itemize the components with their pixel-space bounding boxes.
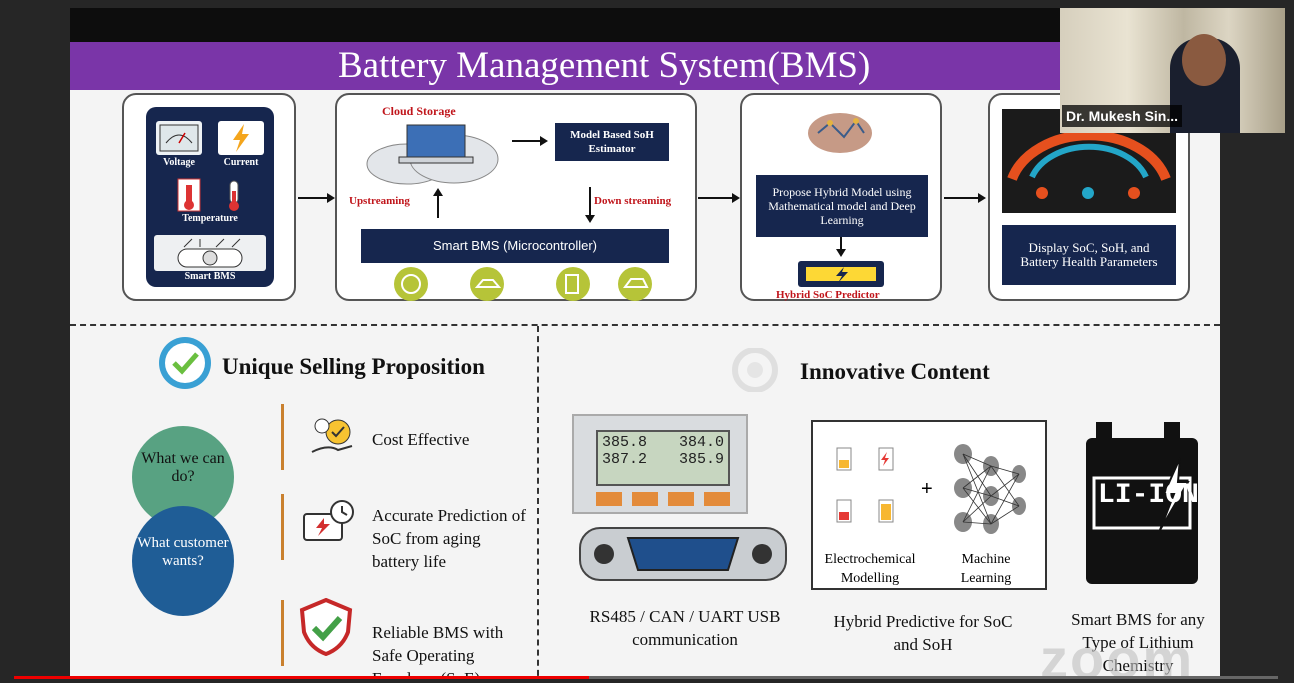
hybrid-box: Propose Hybrid Model using Mathematical …: [740, 93, 942, 301]
smart-bms-any-label: Smart BMS for any Type of Lithium Chemis…: [1071, 610, 1205, 675]
meter-button-4: [704, 492, 730, 506]
meter-buttons: [596, 492, 730, 506]
downstreaming-label: Down streaming: [594, 195, 672, 207]
hybrid-predictive-label: Hybrid Predictive for SoC and SoH: [833, 612, 1013, 654]
temperature-label: Temperature: [182, 213, 238, 224]
voltage-sensor: Voltage: [152, 121, 206, 168]
electrochemical-label: Electrochemical Modelling: [824, 552, 916, 586]
meter-button-3: [668, 492, 694, 506]
battery-cells-icon: [827, 438, 907, 534]
playback-progress-bar[interactable]: [14, 676, 1278, 679]
sensors-panel: Voltage Current Temperature Smart BMS: [146, 107, 274, 287]
zoom-watermark: zoom: [1040, 627, 1195, 683]
usp-item-2: Accurate Prediction of SoC from aging ba…: [372, 506, 526, 571]
innovative-title: Innovative Content: [800, 359, 990, 384]
to-model-arrow: [512, 136, 548, 146]
current-label: Current: [223, 157, 259, 168]
meter-value-3: 387.2: [602, 451, 648, 468]
brain-icon: [790, 109, 890, 157]
temperature-sensor: Temperature: [152, 177, 268, 224]
usp-bar-1: [281, 404, 284, 470]
thermometer-icon: [152, 177, 268, 213]
current-sensor: Current: [214, 121, 268, 168]
machine-learning-label: Machine Learning: [960, 552, 1012, 586]
battery-icon: [794, 259, 890, 289]
lightning-icon: [218, 121, 264, 155]
usp-item-3: Reliable BMS with Safe Operating Envelop…: [372, 623, 504, 678]
flow-arrow-1: [298, 193, 335, 203]
downstream-arrow: [585, 187, 595, 223]
battery-clock-icon: [302, 498, 356, 546]
meter-value-1: 385.8: [602, 434, 648, 451]
hybrid-soc-label: Hybrid SoC Predictor: [776, 289, 880, 301]
propose-hybrid-box: Propose Hybrid Model using Mathematical …: [756, 175, 928, 237]
shield-check-icon: [298, 597, 354, 657]
customer-wants-text: What customer wants?: [137, 535, 229, 569]
display-params-box: Display SoC, SoH, and Battery Health Par…: [1002, 225, 1176, 285]
section-divider: [70, 324, 1220, 326]
faded-logo-icon: [726, 347, 784, 393]
li-ion-battery-icon: [1078, 420, 1206, 590]
upstreaming-label: Upstreaming: [349, 195, 410, 207]
participant-video-tile[interactable]: Dr. Mukesh Sin...: [1060, 8, 1285, 133]
meter-value-2: 384.0: [678, 434, 724, 451]
hybrid-down-arrow: [836, 237, 846, 257]
upstream-arrow: [433, 188, 443, 218]
usp-bar-2: [281, 494, 284, 560]
voltmeter-icon: [156, 121, 202, 155]
voltage-label: Voltage: [163, 157, 195, 168]
application-icons: [385, 267, 655, 301]
li-ion-text: LI-ION: [1098, 480, 1199, 511]
smart-bms-sensor: Smart BMS: [154, 235, 266, 282]
smart-bms-micro-box: Smart BMS (Microcontroller): [361, 229, 669, 263]
column-divider: [537, 326, 539, 678]
hybrid-model-box: + Electrochemical Modelling Machine Lear…: [811, 420, 1047, 590]
meter-value-4: 385.9: [678, 451, 724, 468]
customer-wants-circle: [132, 506, 234, 616]
flow-arrow-2: [698, 193, 740, 203]
db9-connector-icon: [578, 524, 790, 584]
participant-face: [1182, 34, 1226, 86]
usp-bar-3: [281, 600, 284, 666]
bms-device-icon: [154, 235, 266, 271]
slide-top-bar: [70, 8, 1220, 42]
flow-arrow-3: [944, 193, 986, 203]
meter-display: 385.8 384.0 387.2 385.9: [596, 430, 730, 486]
cloud-box: Cloud Storage Model Based SoH Estimator …: [335, 93, 697, 301]
slide-canvas: Battery Management System(BMS) Voltage C…: [70, 8, 1220, 678]
model-based-box: Model Based SoH Estimator: [555, 123, 669, 161]
participant-name: Dr. Mukesh Sin...: [1062, 105, 1183, 127]
plus-sign: +: [921, 478, 933, 500]
cloud-storage-label: Cloud Storage: [382, 104, 456, 118]
cloud-laptop-icon: [359, 119, 509, 189]
playback-progress-fill: [14, 676, 590, 679]
rs485-label: RS485 / CAN / UART USB communication: [589, 607, 781, 649]
bms-meter-device: 385.8 384.0 387.2 385.9: [572, 414, 748, 514]
what-we-can-do-text: What we can do?: [141, 450, 225, 485]
usp-item-1: Cost Effective: [372, 430, 470, 449]
meter-button-2: [632, 492, 658, 506]
smart-bms-label: Smart BMS: [184, 271, 236, 282]
title-bar: Battery Management System(BMS): [70, 42, 1220, 90]
cost-coin-icon: [308, 416, 358, 460]
slide-title: Battery Management System(BMS): [338, 45, 871, 86]
meter-button-1: [596, 492, 622, 506]
usp-title: Unique Selling Proposition: [222, 354, 485, 379]
check-badge-icon: [158, 336, 212, 390]
neural-network-icon: [947, 436, 1037, 540]
sensors-box: Voltage Current Temperature Smart BMS: [122, 93, 296, 301]
